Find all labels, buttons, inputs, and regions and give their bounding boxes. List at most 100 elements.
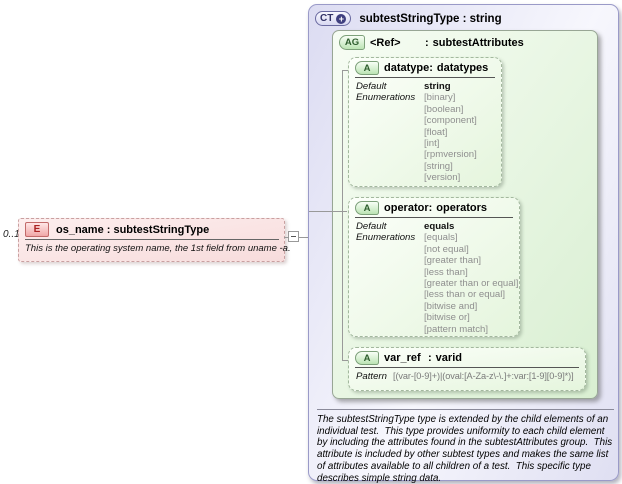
facet-label: Enumerations bbox=[356, 92, 416, 104]
attributegroup-type: subtestAttributes bbox=[432, 36, 524, 49]
facet-row: Default equals bbox=[349, 221, 519, 232]
attribute-title: var_ref : varid bbox=[384, 352, 462, 364]
attribute-type: datatypes bbox=[436, 62, 489, 74]
facet-label bbox=[356, 267, 424, 278]
attribute-title: operator : operators bbox=[384, 202, 487, 214]
attribute-box[interactable]: A datatype : datatypes Default bbox=[348, 57, 502, 187]
facet-row: [boolean] bbox=[349, 104, 501, 115]
facet-list: Default string Enumerations [binary] [bo… bbox=[349, 81, 501, 184]
colon-separator: : bbox=[428, 202, 433, 214]
attribute-type: varid bbox=[435, 352, 462, 364]
facet-row: Pattern [(var-[0-9]+)|(oval:[A-Za-z\-\.]… bbox=[349, 371, 585, 382]
attribute-separator bbox=[355, 367, 579, 368]
content-model-connector bbox=[309, 211, 347, 212]
attributegroup-box[interactable]: AG <Ref> : subtestAttributes A datatype bbox=[332, 30, 598, 399]
attribute-name: datatype bbox=[384, 62, 430, 74]
facet-value: [boolean] bbox=[424, 103, 464, 115]
facet-value: [greater than] bbox=[424, 255, 482, 267]
attributegroup-title: <Ref> : subtestAttributes bbox=[370, 37, 524, 49]
facet-row: [greater than] bbox=[349, 255, 519, 266]
attribute-header: A operator : operators bbox=[349, 198, 519, 216]
facet-row: [less than] bbox=[349, 267, 519, 278]
facet-label bbox=[356, 255, 424, 266]
facet-value: string bbox=[424, 81, 451, 92]
attribute-header: A datatype : datatypes bbox=[349, 58, 501, 76]
facet-label bbox=[356, 161, 424, 172]
attributegroup-icon: AG bbox=[339, 35, 365, 50]
complextype-badge[interactable]: CT + bbox=[315, 11, 352, 26]
facet-value: [rpmversion] bbox=[424, 149, 477, 161]
collapse-toggle[interactable] bbox=[288, 231, 299, 242]
facet-value: equals bbox=[424, 221, 455, 232]
facet-value: [binary] bbox=[424, 92, 456, 104]
element-title: os_name : subtestStringType bbox=[56, 223, 210, 236]
facet-value: [string] bbox=[424, 160, 453, 172]
facet-row: [float] bbox=[349, 127, 501, 138]
facet-row: Enumerations [equals] bbox=[349, 232, 519, 243]
facet-label bbox=[356, 324, 424, 335]
facet-row: [string] bbox=[349, 161, 501, 172]
attribute-header: A var_ref : varid bbox=[349, 348, 585, 366]
tree-connector-vertical bbox=[342, 70, 343, 360]
facet-row: Enumerations [binary] bbox=[349, 92, 501, 103]
facet-label bbox=[356, 127, 424, 138]
facet-value: [equals] bbox=[424, 232, 458, 244]
facet-value: [not equal] bbox=[424, 243, 469, 255]
facet-row: [version] bbox=[349, 172, 501, 183]
facet-list: Pattern [(var-[0-9]+)|(oval:[A-Za-z\-\.]… bbox=[349, 371, 585, 382]
facet-value: [pattern match] bbox=[424, 323, 488, 335]
facet-label bbox=[356, 104, 424, 115]
facet-row: [less than or equal] bbox=[349, 289, 519, 300]
facet-value: [(var-[0-9]+)|(oval:[A-Za-z\-\.]+:var:[1… bbox=[393, 371, 574, 381]
facet-value: [version] bbox=[424, 172, 461, 184]
facet-row: [bitwise and] bbox=[349, 301, 519, 312]
attribute-separator bbox=[355, 217, 513, 218]
facet-label: Pattern bbox=[356, 371, 387, 382]
facet-row: [pattern match] bbox=[349, 324, 519, 335]
colon-separator: : bbox=[425, 36, 429, 49]
facet-value: [bitwise or] bbox=[424, 312, 470, 324]
colon-separator: : bbox=[429, 62, 433, 74]
attribute-name: operator bbox=[384, 202, 429, 214]
element-icon: E bbox=[25, 222, 49, 237]
facet-label bbox=[356, 149, 424, 160]
attribute-icon: A bbox=[355, 201, 379, 215]
complextype-icon: CT bbox=[320, 13, 334, 24]
facet-value: [component] bbox=[424, 115, 477, 127]
facet-value: [less than] bbox=[424, 266, 468, 278]
documentation-text: The subtestStringType type is extended b… bbox=[317, 414, 615, 484]
attribute-icon: A bbox=[355, 351, 379, 365]
collapse-dash-icon bbox=[291, 236, 296, 237]
documentation-separator bbox=[317, 409, 614, 410]
facet-row: [component] bbox=[349, 115, 501, 126]
attribute-box[interactable]: A operator : operators Default bbox=[348, 197, 520, 337]
facet-label bbox=[356, 278, 424, 289]
expand-plus-icon[interactable]: + bbox=[336, 13, 347, 24]
facet-label bbox=[356, 301, 424, 312]
facet-label bbox=[356, 115, 424, 126]
element-box[interactable]: E os_name : subtestStringType This is th… bbox=[18, 218, 291, 262]
facet-value: [float] bbox=[424, 126, 448, 138]
facet-label: Default bbox=[356, 81, 387, 92]
attribute-box[interactable]: A var_ref : varid Pattern bbox=[348, 347, 586, 391]
attributegroup-name: <Ref> bbox=[370, 36, 401, 49]
attribute-name: var_ref bbox=[384, 352, 421, 364]
colon-separator: : bbox=[428, 352, 432, 364]
element-header: E os_name : subtestStringType bbox=[19, 219, 284, 238]
facet-label bbox=[356, 289, 424, 300]
element-separator bbox=[25, 239, 279, 240]
facet-row: Default string bbox=[349, 81, 501, 92]
facet-value: [int] bbox=[424, 138, 440, 150]
facet-row: [bitwise or] bbox=[349, 312, 519, 323]
facet-label: Default bbox=[356, 221, 387, 232]
facet-row: [rpmversion] bbox=[349, 149, 501, 160]
element-annotation: This is the operating system name, the 1… bbox=[25, 243, 291, 254]
tree-connector-stub bbox=[342, 360, 349, 361]
facet-label bbox=[356, 138, 424, 149]
facet-label: Enumerations bbox=[356, 232, 416, 244]
attributegroup-header: AG <Ref> : subtestAttributes bbox=[333, 31, 597, 50]
complextype-panel[interactable]: CT + subtestStringType : string AG <Ref>… bbox=[308, 4, 619, 484]
facet-label bbox=[356, 244, 424, 255]
facet-row: [int] bbox=[349, 138, 501, 149]
